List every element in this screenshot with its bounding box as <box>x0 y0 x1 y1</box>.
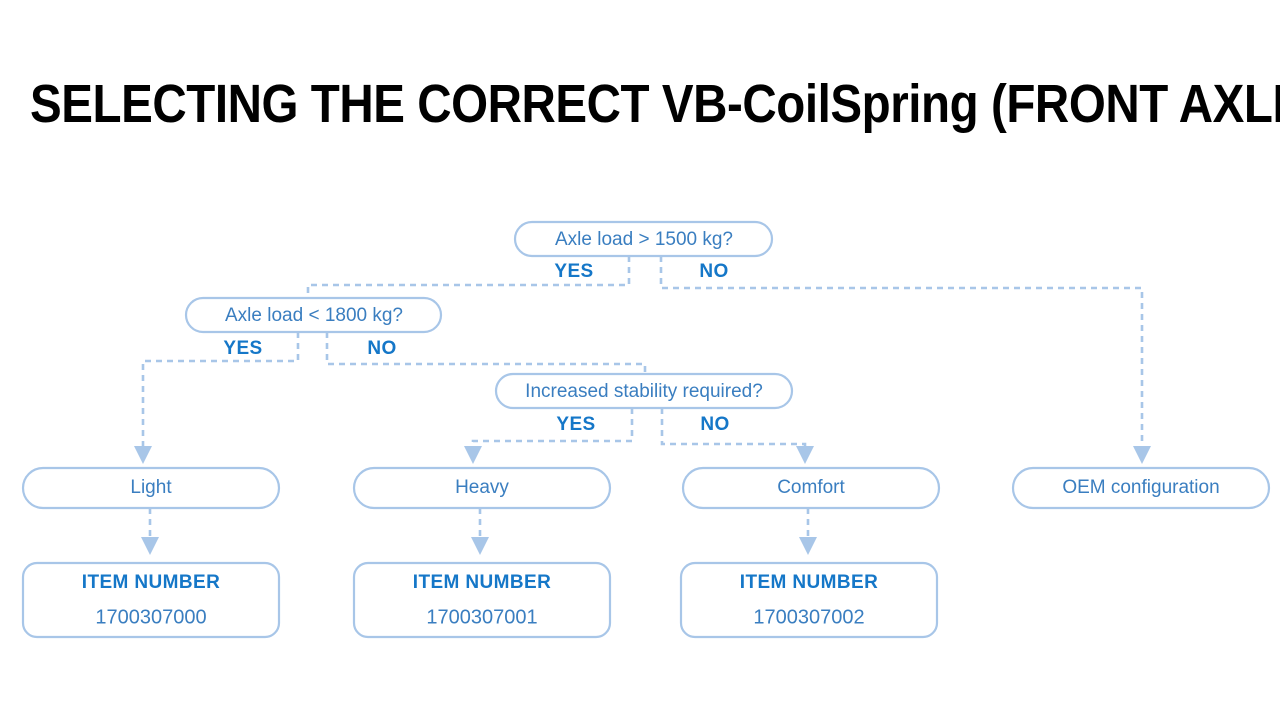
decision-node-increased-stability-yes-label: YES <box>556 414 595 435</box>
connector-d3-yes-to-heavy <box>471 408 634 448</box>
arrowhead-heavy <box>464 446 482 464</box>
arrowhead-light <box>134 446 152 464</box>
outcome-node-comfort-box[interactable] <box>681 466 941 510</box>
item-number-card-light-title: ITEM NUMBER <box>82 572 220 593</box>
decision-node-axle-load-1500-box[interactable] <box>513 220 774 258</box>
decision-node-axle-load-1800-label: Axle load < 1800 kg? <box>225 305 403 326</box>
decision-node-axle-load-1500-yes-label: YES <box>554 261 593 282</box>
decision-node-axle-load-1800[interactable]: Axle load < 1800 kg? YES NO <box>184 296 443 359</box>
decision-node-increased-stability-label: Increased stability required? <box>525 381 763 402</box>
connector-layer <box>134 256 1151 555</box>
outcome-node-light[interactable]: Light <box>21 466 281 510</box>
item-number-card-light-box[interactable] <box>21 561 281 639</box>
item-number-card-light-value: 1700307000 <box>95 606 206 628</box>
arrowhead-item-comfort <box>799 537 817 555</box>
item-number-card-comfort-title: ITEM NUMBER <box>740 572 878 593</box>
item-number-card-light[interactable]: ITEM NUMBER 1700307000 <box>21 561 281 639</box>
item-number-card-comfort[interactable]: ITEM NUMBER 1700307002 <box>679 561 939 639</box>
connector-d2-yes-to-light <box>141 332 300 448</box>
arrowhead-oem <box>1133 446 1151 464</box>
outcome-node-light-box[interactable] <box>21 466 281 510</box>
outcome-node-oem-configuration-label: OEM configuration <box>1062 477 1219 498</box>
connector-d3-no-to-comfort <box>660 408 807 448</box>
decision-node-increased-stability-no-label: NO <box>700 414 729 435</box>
arrowhead-item-light <box>141 537 159 555</box>
decision-node-increased-stability[interactable]: Increased stability required? YES NO <box>494 372 794 435</box>
decision-node-axle-load-1800-no-label: NO <box>367 338 396 359</box>
connector-d1-yes-to-d2 <box>306 256 631 302</box>
item-number-card-comfort-value: 1700307002 <box>753 606 864 628</box>
decision-node-axle-load-1800-yes-label: YES <box>223 338 262 359</box>
item-number-card-heavy-title: ITEM NUMBER <box>413 572 551 593</box>
outcome-node-heavy-label: Heavy <box>455 477 509 498</box>
decision-node-axle-load-1500-no-label: NO <box>699 261 728 282</box>
outcome-node-heavy-box[interactable] <box>352 466 612 510</box>
item-number-card-heavy-value: 1700307001 <box>426 606 537 628</box>
arrowhead-item-heavy <box>471 537 489 555</box>
decision-node-axle-load-1500[interactable]: Axle load > 1500 kg? YES NO <box>513 220 774 282</box>
outcome-node-comfort-label: Comfort <box>777 477 845 498</box>
item-number-card-heavy[interactable]: ITEM NUMBER 1700307001 <box>352 561 612 639</box>
outcome-node-comfort[interactable]: Comfort <box>681 466 941 510</box>
page-title: SELECTING THE CORRECT VB-CoilSpring (FRO… <box>30 74 1280 134</box>
connector-d2-no-to-d3 <box>325 332 647 378</box>
outcome-node-oem-configuration-box[interactable] <box>1011 466 1271 510</box>
item-number-card-heavy-box[interactable] <box>352 561 612 639</box>
arrowhead-comfort <box>796 446 814 464</box>
outcome-node-oem-configuration[interactable]: OEM configuration <box>1011 466 1271 510</box>
outcome-node-light-label: Light <box>130 477 172 498</box>
outcome-node-heavy[interactable]: Heavy <box>352 466 612 510</box>
item-number-card-comfort-box[interactable] <box>679 561 939 639</box>
connector-d1-no-to-oem <box>659 256 1144 448</box>
decision-node-increased-stability-box[interactable] <box>494 372 794 410</box>
decision-node-axle-load-1800-box[interactable] <box>184 296 443 334</box>
decision-node-axle-load-1500-label: Axle load > 1500 kg? <box>555 229 733 250</box>
